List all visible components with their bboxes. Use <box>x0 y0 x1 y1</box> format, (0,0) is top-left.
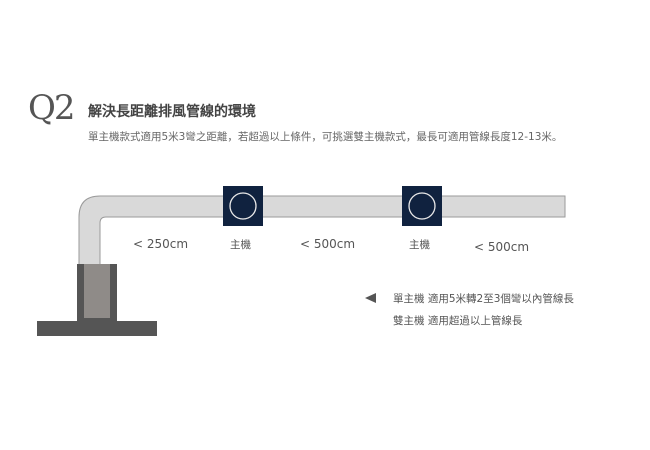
segment-label-1: < 250cm <box>133 237 189 251</box>
exhaust-pipe <box>78 195 566 319</box>
fan-icon <box>229 192 257 220</box>
wall-base-horizontal <box>37 321 157 336</box>
segment-label-3: < 500cm <box>474 240 530 254</box>
note-double: 雙主機 適用超過以上管線長 <box>393 315 523 327</box>
question-number: Q2 <box>28 88 75 128</box>
fan-unit-2 <box>402 186 442 226</box>
arrow-left-icon <box>365 293 376 303</box>
pipe-inner <box>84 264 110 318</box>
segment-label-2: < 500cm <box>300 237 356 251</box>
page-title: 解決長距離排風管線的環境 <box>88 104 256 120</box>
note-single: 單主機 適用5米轉2至3個彎以內管線長 <box>393 293 574 305</box>
unit-label-1: 主機 <box>230 239 251 251</box>
fan-icon <box>408 192 436 220</box>
unit-label-2: 主機 <box>409 239 430 251</box>
fan-unit-1 <box>223 186 263 226</box>
description: 單主機款式適用5米3彎之距離，若超過以上條件，可挑選雙主機款式，最長可適用管線長… <box>88 131 563 143</box>
